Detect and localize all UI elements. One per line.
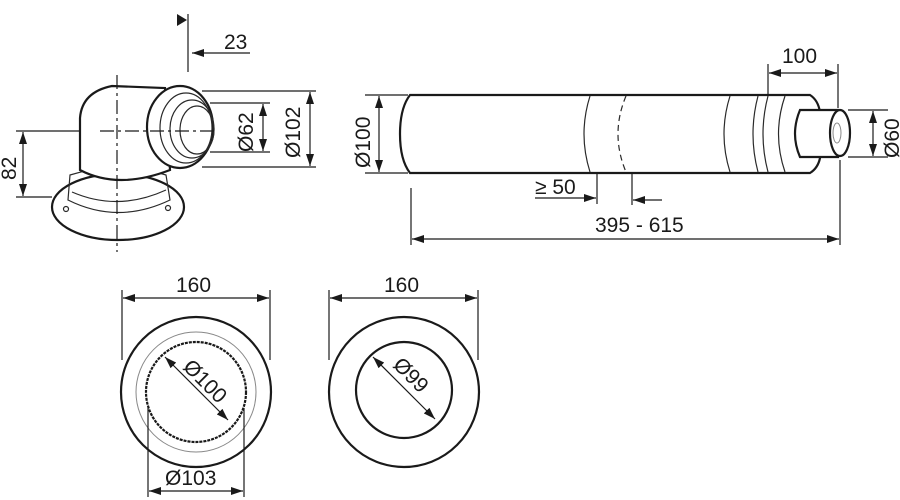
elbow-height-label: 82 [0,157,21,180]
pipe-spigot [793,108,840,159]
pipe-drawing: Ø100 Ø60 100 ≥ 50 395 - 615 [352,45,900,245]
pipe-joint [583,95,591,173]
wall-rosette-left: 160 Ø100 Ø103 [119,274,273,497]
pipe-inner-diameter-label: Ø60 [881,118,900,158]
left-rosette-width-label: 160 [176,274,211,297]
elbow-outer-diameter-label: Ø102 [282,107,305,158]
elbow-inner-diameter-label: Ø62 [235,112,258,152]
elbow-flange [50,172,186,242]
elbow-offset-label: 23 [224,31,247,54]
pipe-spigot-length-label: 100 [782,45,817,68]
pipe-length-range-label: 395 - 615 [595,214,684,237]
pipe-outer-diameter-label: Ø100 [352,117,375,168]
pipe-min-insertion-label: ≥ 50 [535,176,576,199]
wall-rosette-right: 160 Ø99 [327,274,481,469]
left-rosette-ring-diameter-label: Ø103 [165,467,216,490]
pipe-body [398,93,822,175]
elbow-drawing: 23 Ø62 Ø102 82 [0,14,316,252]
right-rosette-width-label: 160 [384,274,419,297]
